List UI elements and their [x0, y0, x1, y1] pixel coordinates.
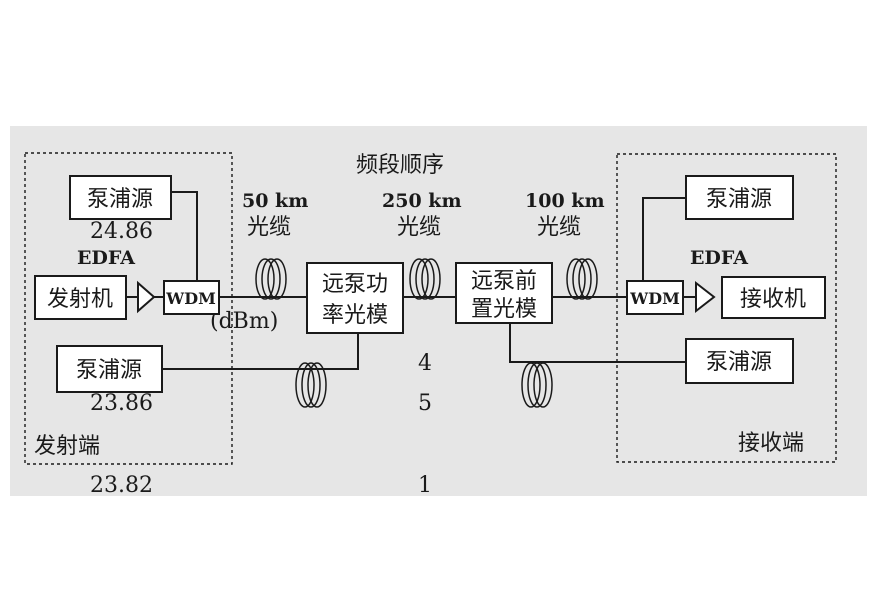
- remote-pump-power-module-line-1: 远泵功: [322, 272, 388, 297]
- rx-pump-source-bottom: 泵浦源: [685, 338, 794, 384]
- rx-pump-feed-line: [509, 323, 686, 363]
- tx-edfa-label: EDFA: [77, 247, 135, 269]
- fiber-coil-icon: [295, 362, 327, 408]
- fiber-coil-icon: [409, 258, 441, 300]
- span-length-50km: 50 km: [242, 190, 308, 212]
- transmitter-label: 发射机: [47, 287, 113, 312]
- receiver-box: 接收机: [721, 276, 826, 319]
- rx-pump-source-top: 泵浦源: [685, 175, 794, 220]
- transmitter-box: 发射机: [34, 275, 127, 320]
- remote-pump-power-module: 远泵功 率光模: [306, 262, 404, 334]
- span-length-250km: 250 km: [382, 190, 462, 212]
- ghost-text-unit: (dBm): [210, 309, 278, 334]
- tx-wdm-box: WDM: [163, 280, 220, 315]
- ghost-text-value-3: 23.82: [90, 473, 153, 498]
- rx-wdm-box: WDM: [626, 280, 684, 315]
- rx-pump-source-top-label: 泵浦源: [706, 187, 772, 212]
- tx-pump-source-top-label: 泵浦源: [87, 187, 153, 212]
- fiber-coil-icon: [521, 362, 553, 408]
- fiber-coil-icon: [566, 258, 598, 300]
- transmitter-region-label: 发射端: [34, 434, 100, 459]
- show-through-text: 频段顺序 24.86 (dBm) 4 5 23.86 1 23.82: [90, 153, 444, 498]
- tx-pump-source-bottom: 泵浦源: [56, 345, 163, 393]
- remote-pump-pre-module-line-2: 置光模: [471, 297, 537, 322]
- transmitter-region: [24, 152, 233, 465]
- rx-pump-to-wdm-line: [642, 197, 686, 281]
- receiver-label: 接收机: [740, 287, 806, 312]
- rx-wdm-label: WDM: [629, 289, 680, 308]
- span-length-100km: 100 km: [525, 190, 605, 212]
- receiver-region-label: 接收端: [738, 431, 804, 456]
- rx-pump-source-bottom-label: 泵浦源: [706, 350, 772, 375]
- remote-pump-pre-module: 远泵前 置光模: [455, 262, 553, 324]
- remote-pump-pre-module-line-1: 远泵前: [471, 269, 537, 294]
- fiber-coil-icon: [255, 258, 287, 300]
- tx-pump-to-wdm-line: [171, 191, 198, 281]
- ghost-text-index-2: 5: [418, 391, 432, 416]
- span-label-100km: 光缆: [537, 215, 581, 240]
- ghost-text-heading: 频段顺序: [356, 153, 444, 178]
- ghost-text-value-1: 24.86: [90, 219, 153, 244]
- tx-amplifier-triangle-icon: [137, 280, 156, 314]
- ghost-text-value-2: 23.86: [90, 391, 153, 416]
- remote-pump-power-module-line-2: 率光模: [322, 303, 388, 328]
- receiver-region: [616, 153, 837, 463]
- tx-pump-feed-line: [162, 333, 359, 370]
- span-label-250km: 光缆: [397, 215, 441, 240]
- rx-amplifier-triangle-icon: [695, 280, 716, 314]
- span-label-50km: 光缆: [247, 215, 291, 240]
- ghost-text-index-1: 4: [418, 351, 432, 376]
- tx-pump-source-bottom-label: 泵浦源: [76, 358, 142, 383]
- tx-wdm-label: WDM: [165, 289, 216, 308]
- tx-pump-source-top: 泵浦源: [69, 175, 172, 220]
- rx-edfa-label: EDFA: [690, 247, 748, 269]
- ghost-text-index-3: 1: [418, 473, 432, 498]
